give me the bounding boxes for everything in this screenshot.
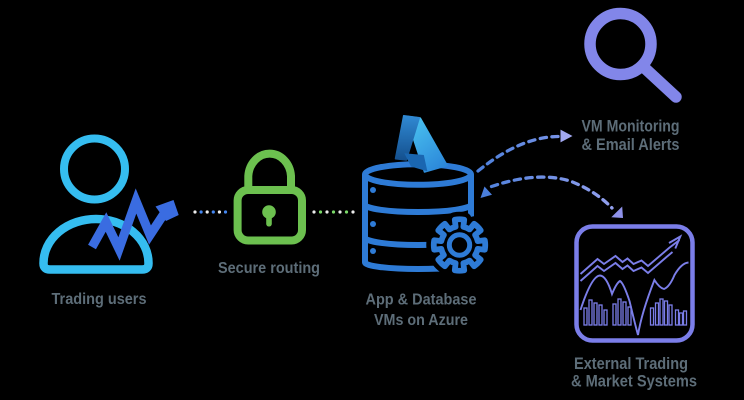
- svg-text:App & Database: App & Database: [366, 292, 477, 309]
- svg-text:& Email Alerts: & Email Alerts: [582, 135, 680, 154]
- svg-text:Secure routing: Secure routing: [218, 260, 320, 277]
- svg-text:VM Monitoring: VM Monitoring: [582, 116, 680, 135]
- svg-text:& Market Systems: & Market Systems: [571, 372, 697, 391]
- svg-text:VMs on Azure: VMs on Azure: [374, 312, 468, 329]
- svg-text:Trading users: Trading users: [52, 291, 147, 308]
- svg-text:External Trading: External Trading: [574, 354, 688, 373]
